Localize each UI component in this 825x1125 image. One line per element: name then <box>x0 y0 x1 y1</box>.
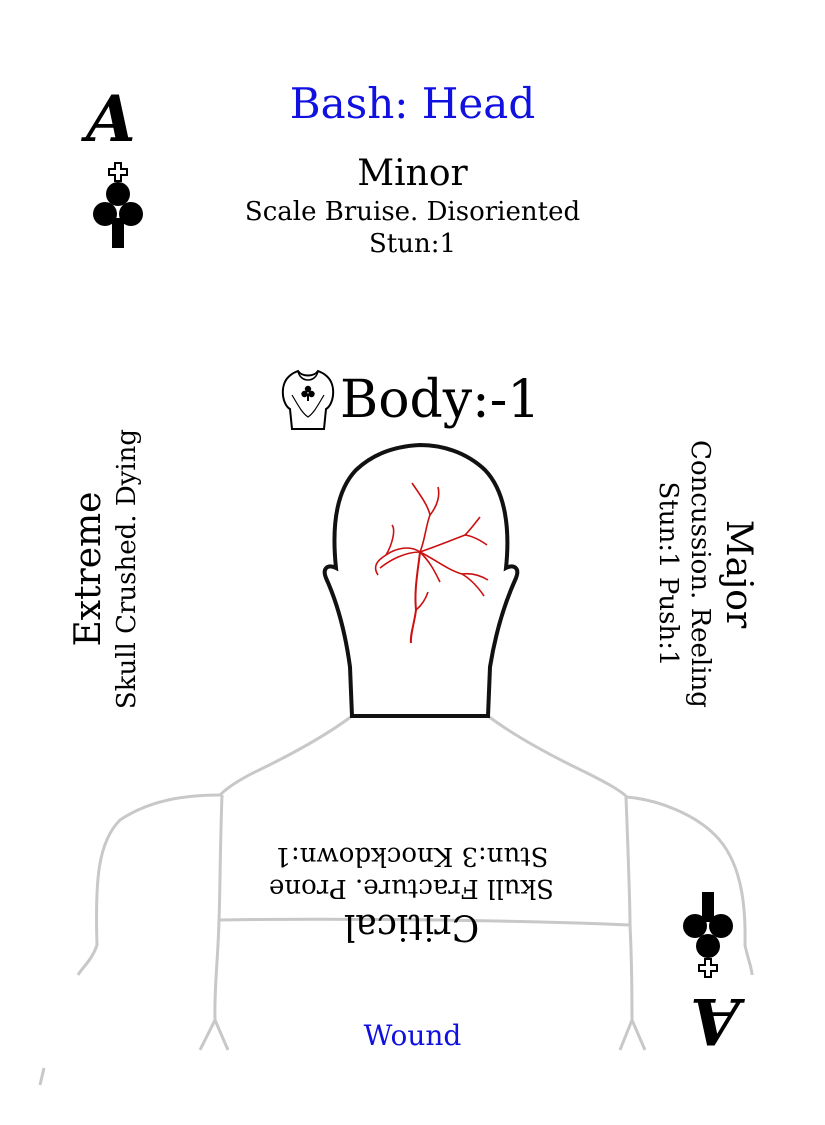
severity-extreme: Extreme Skull Crushed. Dying <box>67 399 177 739</box>
extreme-title: Extreme <box>68 491 109 647</box>
severity-minor: Minor Scale Bruise. Disoriented Stun:1 <box>0 152 825 260</box>
torso-icon <box>281 369 335 430</box>
minor-stats: Stun:1 <box>368 229 457 259</box>
major-stats: Stun:1 Push:1 <box>653 481 683 667</box>
critical-title: Critical <box>343 906 480 947</box>
minor-effect: Scale Bruise. Disoriented <box>244 197 581 227</box>
critical-stats: Stun:3 Knockdown:1 <box>274 841 549 871</box>
skull-cracks <box>374 482 489 644</box>
club-cross-icon <box>93 162 143 248</box>
critical-effect: Skull Fracture. Prone <box>269 873 554 903</box>
major-title: Major <box>718 519 759 629</box>
shoulders-outline <box>38 714 754 1086</box>
corner-bottom-right: A <box>678 872 748 1058</box>
rank-top-left: A <box>86 82 136 157</box>
major-effect: Concussion. Reeling <box>685 440 715 708</box>
severity-major: Major Concussion. Reeling Stun:1 Push:1 <box>640 404 760 744</box>
body-modifier: Body:-1 <box>280 360 540 440</box>
minor-title: Minor <box>357 153 468 194</box>
severity-critical: Critical Skull Fracture. Prone Stun:3 Kn… <box>0 841 824 948</box>
club-cross-icon <box>683 892 733 978</box>
card-type-label: Wound <box>363 1019 462 1052</box>
head-outline <box>322 442 520 718</box>
card-title: Bash: Head <box>289 79 536 128</box>
body-label: Body:-1 <box>340 370 541 430</box>
extreme-effect: Skull Crushed. Dying <box>112 428 142 710</box>
